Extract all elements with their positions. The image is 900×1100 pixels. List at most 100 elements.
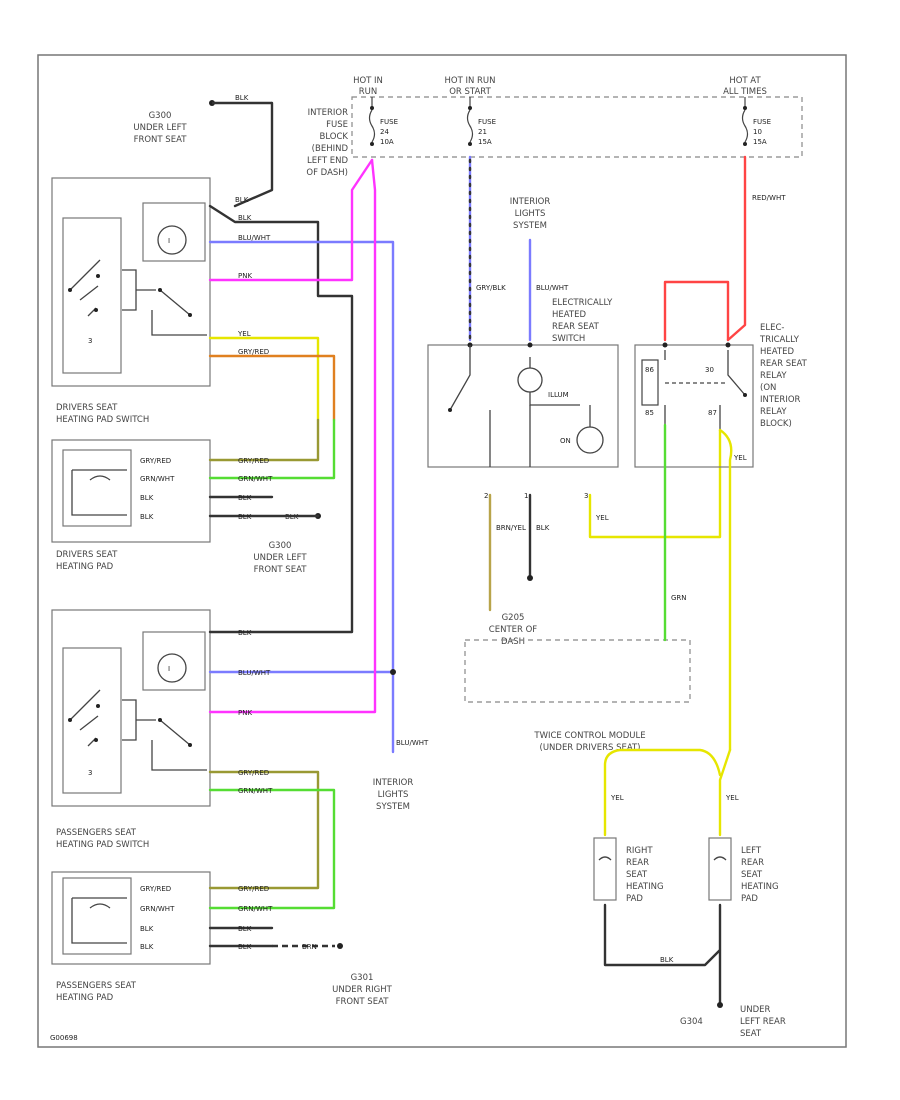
wlabel-yel-left-pad: YEL: [725, 794, 739, 802]
passengers-seat-switch: I 3 PASSENGERS SEAT HEATING PAD SWITCH: [51, 609, 211, 850]
hot-in-run-label-2: RUN: [359, 87, 378, 97]
ground-g304: G304 UNDER LEFT REAR SEAT: [680, 1005, 786, 1039]
relay-label-9: BLOCK): [760, 419, 792, 429]
pass-switch-label-1: PASSENGERS SEAT: [56, 828, 137, 838]
hot-run-start-label: HOT IN RUN: [444, 76, 495, 86]
pass-switch-label-2: HEATING PAD SWITCH: [56, 840, 149, 850]
wlabel-blk-6: BLK: [238, 513, 252, 521]
wlabel-gry-red-0: GRY/RED: [238, 348, 269, 356]
fuse-10-rating: 15A: [753, 138, 767, 146]
g304-id: G304: [680, 1017, 703, 1027]
wlabel-blu-wht-1: BLU/WHT: [238, 234, 271, 242]
control-module-label-2: (UNDER DRIVERS SEAT): [540, 743, 641, 753]
right-pad-label-5: PAD: [626, 894, 643, 904]
twice-control-module: TWICE CONTROL MODULE (UNDER DRIVERS SEAT…: [464, 639, 691, 753]
ground-g301: BRN G301 UNDER RIGHT FRONT SEAT: [272, 943, 393, 1007]
wlabel-gry-red-3: GRY/RED: [238, 769, 269, 777]
left-pad-label-1: LEFT: [741, 846, 762, 856]
pass-pad-label-2: HEATING PAD: [56, 993, 114, 1003]
wire-grn-wht-drivers: [208, 418, 336, 480]
drivers-switch-label-1: DRIVERS SEAT: [56, 403, 118, 413]
fuse-10-label: FUSE: [753, 118, 771, 126]
int-lights-top-1: INTERIOR: [510, 197, 551, 207]
wlabel-brn-yel: BRN/YEL: [496, 524, 526, 532]
diagram-code: G00698: [50, 1034, 78, 1042]
wlabel-blk-11: BLK: [238, 943, 252, 951]
fuse-10-number: 10: [753, 128, 762, 136]
wlabel-grn-wht-4: GRN/WHT: [140, 905, 175, 913]
fuse-21: FUSE 21 15A: [466, 97, 496, 146]
g301-line-2: FRONT SEAT: [336, 997, 390, 1007]
interior-fuse-block: INTERIOR FUSE BLOCK (BEHIND LEFT END OF …: [306, 76, 803, 178]
hot-run-start-label-2: OR START: [449, 87, 491, 97]
wlabel-yel-1: YEL: [237, 330, 251, 338]
relay-label-6: (ON: [760, 383, 776, 393]
wlabel-blk-2: BLK: [238, 214, 252, 222]
wlabel-blu-wht-2: BLU/WHT: [238, 669, 271, 677]
relay-label-2: TRICALLY: [759, 335, 800, 345]
wlabel-gry-red-4: GRY/RED: [140, 885, 171, 893]
wlabel-grn-wht-5: GRN/WHT: [238, 905, 273, 913]
fuse-block-label-4: (BEHIND: [312, 144, 349, 154]
wire-blk-top: [233, 101, 274, 208]
g301-line-1: UNDER RIGHT: [332, 985, 392, 995]
fuse-21-label: FUSE: [478, 118, 496, 126]
fuse-10: FUSE 10 15A: [741, 97, 771, 146]
wlabel-blk-1: BLK: [235, 196, 249, 204]
g301-id: G301: [351, 973, 374, 983]
fuse-block-label-5: LEFT END: [307, 156, 348, 166]
int-lights-bottom-2: LIGHTS: [378, 790, 409, 800]
wire-gry-red-drivers: [208, 418, 320, 462]
left-pad-label-3: SEAT: [741, 870, 763, 880]
wire-yel-drivers: [208, 336, 320, 422]
g304-line-1: UNDER: [740, 1005, 770, 1015]
int-lights-bottom-1: INTERIOR: [373, 778, 414, 788]
g304-line-3: SEAT: [740, 1029, 762, 1039]
rear-seat-relay: 86 30 85 87 ELEC- TRICALLY HEATED REAR S…: [634, 323, 808, 468]
left-pad-label-2: REAR: [741, 858, 764, 868]
wire-red-relay: [663, 280, 730, 342]
rear-switch-label-1: ELECTRICALLY: [552, 298, 613, 308]
wire-pnk-drivers: [208, 158, 374, 282]
fuse-24-number: 24: [380, 128, 389, 136]
g300-top-line-1: UNDER LEFT: [133, 123, 187, 133]
relay-label-7: INTERIOR: [760, 395, 801, 405]
hot-at-all-times-label: HOT AT: [729, 76, 761, 86]
wire-red-fuse10: [726, 155, 747, 342]
relay-label-1: ELEC-: [760, 323, 784, 333]
right-pad-label-2: REAR: [626, 858, 649, 868]
left-pad-label-5: PAD: [741, 894, 758, 904]
wire-gry-red-pass: [208, 770, 320, 890]
svg-text:3: 3: [584, 492, 588, 500]
wlabel-yel-center: YEL: [595, 514, 609, 522]
svg-text:86: 86: [645, 366, 654, 374]
g300-top-wire-label: BLK: [235, 94, 249, 102]
svg-text:30: 30: [705, 366, 714, 374]
wlabel-gry-red-1: GRY/RED: [140, 457, 171, 465]
drivers-switch-label-2: HEATING PAD SWITCH: [56, 415, 149, 425]
wlabel-blk-5: BLK: [140, 513, 154, 521]
relay-label-5: RELAY: [760, 371, 787, 381]
g301-wire-label: BRN: [302, 943, 317, 951]
right-pad-label-1: RIGHT: [626, 846, 653, 856]
rear-switch-label-3: REAR SEAT: [552, 322, 600, 332]
wire-yel-center: [588, 428, 722, 539]
left-pad-label-4: HEATING: [741, 882, 779, 892]
diagram-frame: [37, 54, 847, 1048]
wlabel-blk-10: BLK: [140, 943, 154, 951]
right-rear-pad: RIGHT REAR SEAT HEATING PAD: [593, 837, 664, 904]
int-lights-top-2: LIGHTS: [515, 209, 546, 219]
g304-line-2: LEFT REAR: [740, 1017, 786, 1027]
wire-yel-rear-pads: [603, 748, 732, 837]
rear-seat-switch: ILLUM ON ELECTRICALLY HEATED REAR SEAT S…: [427, 298, 619, 468]
hot-in-run-label: HOT IN: [353, 76, 383, 86]
relay-label-3: HEATED: [760, 347, 794, 357]
svg-text:85: 85: [645, 409, 654, 417]
int-lights-bottom-3: SYSTEM: [376, 802, 410, 812]
wire-blu-wht-drivers: [208, 240, 395, 754]
g205-line-2: DASH: [501, 637, 525, 647]
relay-label-4: REAR SEAT: [760, 359, 808, 369]
wlabel-blk-center: BLK: [536, 524, 550, 532]
wire-pnk-pass: [208, 158, 377, 714]
